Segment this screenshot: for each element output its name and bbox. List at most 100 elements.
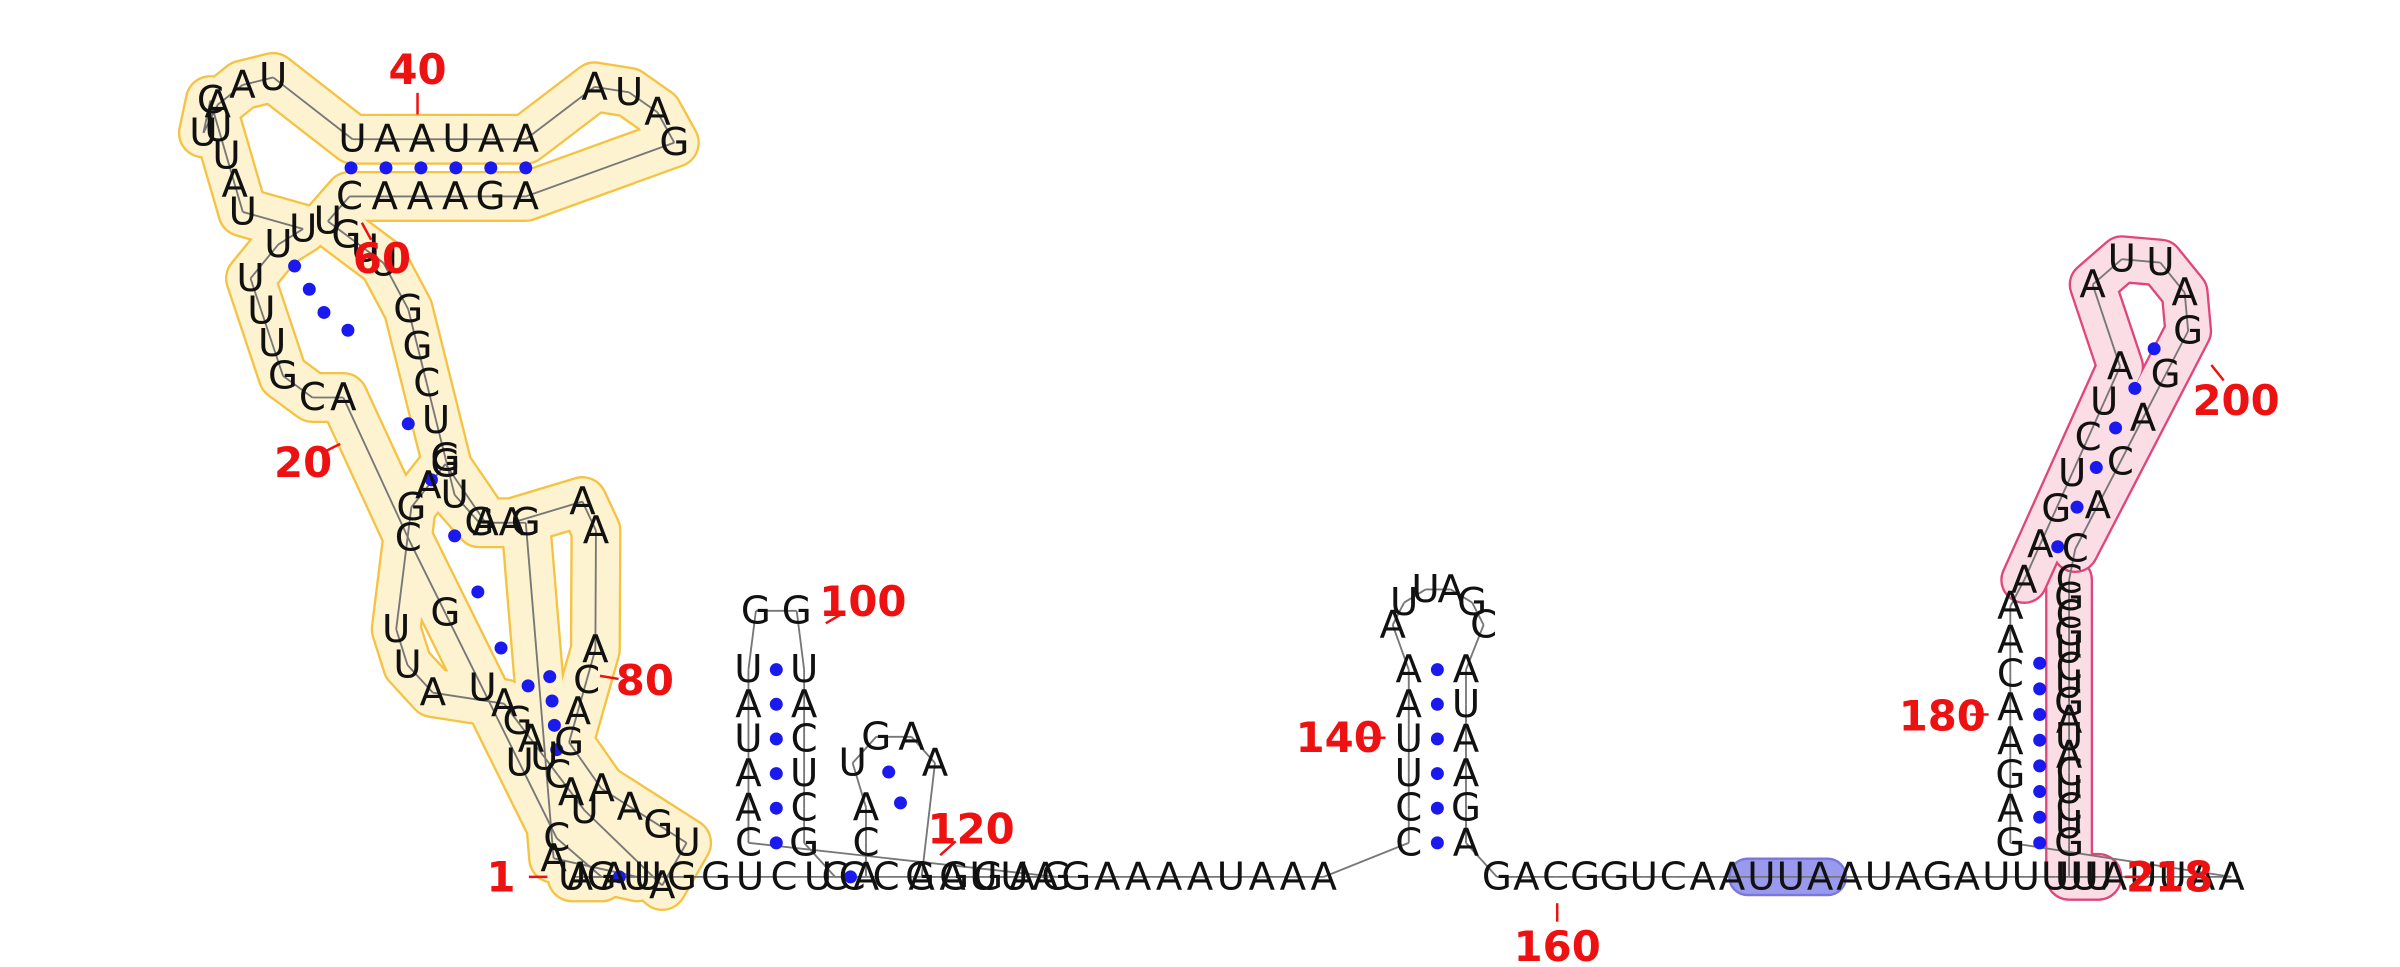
base-pair-dot <box>2051 540 2065 554</box>
nucleotide: G <box>1061 854 1091 899</box>
base-pair-dot <box>2033 759 2047 773</box>
backbone-link <box>795 610 806 670</box>
nucleotide: C <box>1660 854 1687 899</box>
nucleotide: G <box>1570 854 1600 899</box>
backbone-link <box>585 649 597 681</box>
nucleotide: A <box>330 375 357 420</box>
backbone-link <box>2164 330 2189 376</box>
nucleotide: A <box>540 836 567 881</box>
nucleotide: G <box>511 500 541 545</box>
backbone-link <box>803 842 836 878</box>
nucleotide: C <box>544 752 571 797</box>
nucleotide: C <box>1470 602 1497 647</box>
nucleotide: U <box>440 472 468 517</box>
backbone-link <box>570 792 586 811</box>
base-pair-dot <box>2070 500 2084 514</box>
base-pair-dot <box>484 161 498 175</box>
backbone-link <box>242 76 274 86</box>
nucleotide: U <box>1982 854 2010 899</box>
nucleotide: A <box>2218 854 2245 899</box>
backbone-link <box>661 842 688 886</box>
nucleotide: A <box>1836 854 1863 899</box>
backbone-link <box>217 84 244 106</box>
nucleotide: U <box>790 647 818 692</box>
nucleotide: A <box>735 751 762 796</box>
nucleotide: A <box>2056 733 2083 778</box>
nucleotide: U <box>634 854 662 899</box>
nucleotide: U <box>838 740 866 785</box>
base-pair-dot <box>448 529 462 543</box>
backbone-link <box>407 309 419 347</box>
base-pair-dot <box>769 697 783 711</box>
base-pair-dot <box>1430 663 1444 677</box>
nucleotide: A <box>569 479 596 524</box>
backbone-link <box>410 485 430 508</box>
nucleotide: A <box>853 854 880 899</box>
nucleotide: C <box>2056 593 2083 638</box>
nucleotide: G <box>939 854 969 899</box>
nucleotide: U <box>2058 451 2086 496</box>
base-pair-dot <box>2109 421 2123 435</box>
backbone-link <box>2142 374 2167 419</box>
nucleotide: C <box>2075 415 2102 460</box>
nucleotide: A <box>2027 522 2054 567</box>
backbone-link <box>1465 842 1498 878</box>
backbone-link <box>2087 401 2105 439</box>
nucleotide: A <box>518 717 545 762</box>
position-label-60: 60 <box>353 234 411 283</box>
position-label-200: 200 <box>2193 376 2280 425</box>
nucleotide: A <box>1032 854 1059 899</box>
nucleotide: A <box>735 786 762 831</box>
base-pair-dot <box>844 870 858 884</box>
backbone-links <box>202 76 2232 887</box>
backbone-link <box>453 494 481 524</box>
backbone-link <box>364 248 385 264</box>
nucleotide: C <box>413 361 440 406</box>
nucleotide: C <box>1395 820 1422 865</box>
backbone-link <box>748 841 1057 878</box>
nucleotide: U <box>1630 854 1658 899</box>
nucleotide: G <box>659 120 689 165</box>
nucleotide: G <box>905 854 935 899</box>
backbone-link <box>525 141 675 198</box>
nucleotide: A <box>1280 854 1307 899</box>
backbone-link <box>1465 624 1485 670</box>
backbone-link <box>425 383 437 421</box>
backbone-link <box>407 537 447 614</box>
backbone-link <box>2121 258 2161 264</box>
nucleotide: A <box>420 670 447 715</box>
nucleotide: U <box>2055 628 2083 673</box>
backbone-link <box>242 211 304 230</box>
position-label-218: 218 <box>2126 852 2213 901</box>
nucleotide: U <box>258 321 286 366</box>
backbone-link <box>594 530 597 650</box>
nucleotide: A <box>409 117 436 162</box>
nucleotide: U <box>236 256 264 301</box>
nucleotide: A <box>939 854 966 899</box>
nucleotide: A <box>581 64 608 109</box>
backbone-link <box>432 691 505 705</box>
nucleotide: U <box>204 106 232 151</box>
backbone-link <box>1391 602 1405 626</box>
backbone-link <box>202 100 212 134</box>
backbone-link <box>345 234 366 250</box>
nucleotide: G <box>741 588 771 633</box>
base-pair-dot <box>1430 767 1444 781</box>
backbone-link <box>2183 292 2190 332</box>
nucleotide: G <box>643 802 673 847</box>
backbone-link <box>435 420 447 459</box>
base-pair-dot <box>543 670 557 684</box>
nucleotide: A <box>1156 854 1183 899</box>
nucleotide: A <box>853 785 880 830</box>
nucleotide: U <box>369 240 397 285</box>
nucleotide: U <box>623 854 651 899</box>
nucleotide: A <box>2011 557 2038 602</box>
backbone-link <box>2103 366 2121 403</box>
nucleotide: U <box>1747 854 1775 899</box>
nucleotide: A <box>407 174 434 219</box>
nucleotide: C <box>791 716 818 761</box>
position-label-40: 40 <box>388 45 446 94</box>
position-label-180: 180 <box>1899 692 1986 741</box>
nucleotide: C <box>2056 557 2083 602</box>
